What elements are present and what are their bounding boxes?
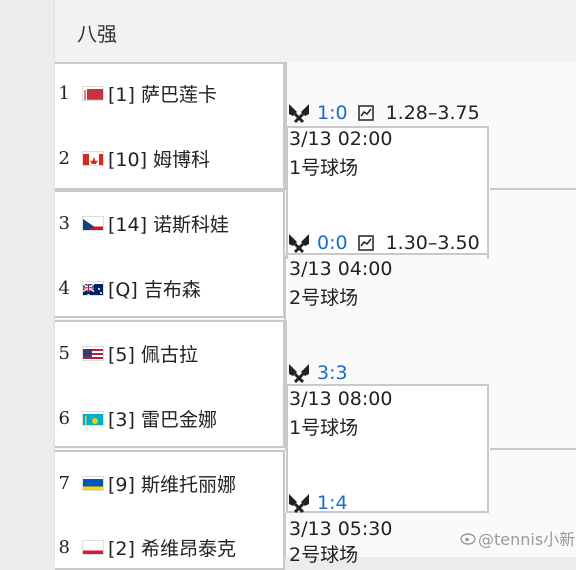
player-pair-box <box>55 190 285 318</box>
match-court: 2号球场 <box>289 544 359 566</box>
seed-number: 7 <box>58 472 70 494</box>
belarus-flag-icon <box>82 85 104 101</box>
bracket-line <box>284 62 286 126</box>
match-time: 3/13 08:00 <box>289 388 393 410</box>
match-court: 1号球场 <box>289 417 359 439</box>
player-row[interactable]: 7 [9] 斯维托丽娜 <box>59 468 236 498</box>
seed-number: 8 <box>58 536 70 558</box>
swords-icon <box>289 104 309 124</box>
bracket-line <box>284 255 286 320</box>
player-row[interactable]: 2 [10] 姆博科 <box>59 143 211 173</box>
player-name: [Q] 吉布森 <box>108 278 201 301</box>
player-row[interactable]: 8 [2] 希维昂泰克 <box>59 532 236 562</box>
seed-number: 3 <box>58 212 70 234</box>
odds-range: 1.28–3.75 <box>385 102 480 124</box>
player-row[interactable]: 4 [Q] 吉布森 <box>59 273 201 303</box>
odds-range: 1.30–3.50 <box>385 232 480 254</box>
player-pair-box <box>55 450 285 570</box>
h2h-score: 1:0 <box>317 102 348 124</box>
player-row[interactable]: 6 [3] 雷巴金娜 <box>59 403 217 433</box>
usa-flag-icon <box>82 345 104 361</box>
player-name: [3] 雷巴金娜 <box>108 408 217 431</box>
seed-number: 5 <box>58 342 70 364</box>
player-row[interactable]: 3 [14] 诺斯科娃 <box>59 208 230 238</box>
ukraine-flag-icon <box>82 475 104 491</box>
bracket-line <box>284 513 286 557</box>
player-pair-box <box>55 62 285 190</box>
chart-icon <box>357 235 374 251</box>
h2h-score: 0:0 <box>317 232 348 254</box>
match-time: 3/13 02:00 <box>289 128 393 150</box>
player-name: [14] 诺斯科娃 <box>108 213 230 236</box>
bracket-line <box>490 448 576 450</box>
player-pair-box <box>55 320 285 448</box>
match-box-gap <box>286 255 489 259</box>
bracket-line <box>284 320 286 384</box>
swords-icon <box>289 494 309 514</box>
player-row[interactable]: 1 [1] 萨巴莲卡 <box>59 78 217 108</box>
watermark-text: @tennis小新 <box>478 530 576 549</box>
weibo-icon <box>460 533 476 545</box>
match-court: 1号球场 <box>289 157 359 179</box>
match-box[interactable] <box>286 384 489 513</box>
bracket-line <box>490 188 576 190</box>
canada-flag-icon <box>82 150 104 166</box>
poland-flag-icon <box>82 539 104 555</box>
match-meta: 3:3 <box>287 362 348 384</box>
watermark: @tennis小新 <box>460 526 575 550</box>
player-name: [10] 姆博科 <box>108 148 211 171</box>
chart-icon <box>357 105 374 121</box>
section-title: 八强 <box>77 22 117 46</box>
player-name: [9] 斯维托丽娜 <box>108 473 236 496</box>
section-header: 八强 <box>55 0 576 62</box>
player-name: [5] 佩古拉 <box>108 343 198 366</box>
kazakhstan-flag-icon <box>82 410 104 426</box>
seed-number: 4 <box>58 277 70 299</box>
swords-icon <box>289 364 309 384</box>
swords-icon <box>289 234 309 254</box>
player-row[interactable]: 5 [5] 佩古拉 <box>59 338 198 368</box>
player-name: [2] 希维昂泰克 <box>108 537 236 560</box>
czech-flag-icon <box>82 215 104 231</box>
australia-flag-icon <box>82 280 104 296</box>
seed-number: 1 <box>58 82 70 104</box>
match-meta: 1:0 1.28–3.75 <box>287 102 480 124</box>
player-name: [1] 萨巴莲卡 <box>108 83 217 106</box>
bracket-card: 八强 <box>54 0 576 570</box>
match-box[interactable] <box>286 126 489 255</box>
match-meta: 0:0 1.30–3.50 <box>287 232 480 254</box>
h2h-score: 1:4 <box>317 492 348 514</box>
h2h-score: 3:3 <box>317 362 348 384</box>
match-court: 2号球场 <box>289 287 359 309</box>
match-meta: 1:4 <box>287 492 348 514</box>
match-time: 3/13 04:00 <box>289 258 393 280</box>
match-time: 3/13 05:30 <box>289 518 393 540</box>
seed-number: 6 <box>58 407 70 429</box>
seed-number: 2 <box>58 147 70 169</box>
